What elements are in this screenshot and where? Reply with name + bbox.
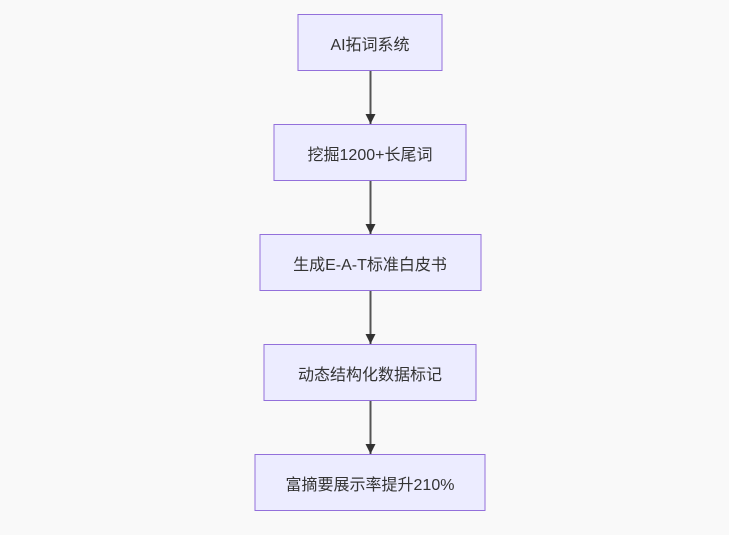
flow-node-structured-data-markup: 动态结构化数据标记	[263, 344, 477, 401]
arrow-down-icon	[369, 71, 371, 124]
flow-node-longtail-keywords: 挖掘1200+长尾词	[273, 124, 467, 181]
flowchart: AI拓词系统 挖掘1200+长尾词 生成E-A-T标准白皮书 动态结构化数据标记…	[254, 14, 486, 511]
flow-node-eat-whitepaper: 生成E-A-T标准白皮书	[259, 234, 481, 291]
arrow-down-icon	[369, 291, 371, 344]
arrow-down-icon	[369, 181, 371, 234]
flow-node-ai-keyword-system: AI拓词系统	[297, 14, 443, 71]
arrow-down-icon	[369, 401, 371, 454]
flow-node-rich-snippet-rate: 富摘要展示率提升210%	[254, 454, 486, 511]
